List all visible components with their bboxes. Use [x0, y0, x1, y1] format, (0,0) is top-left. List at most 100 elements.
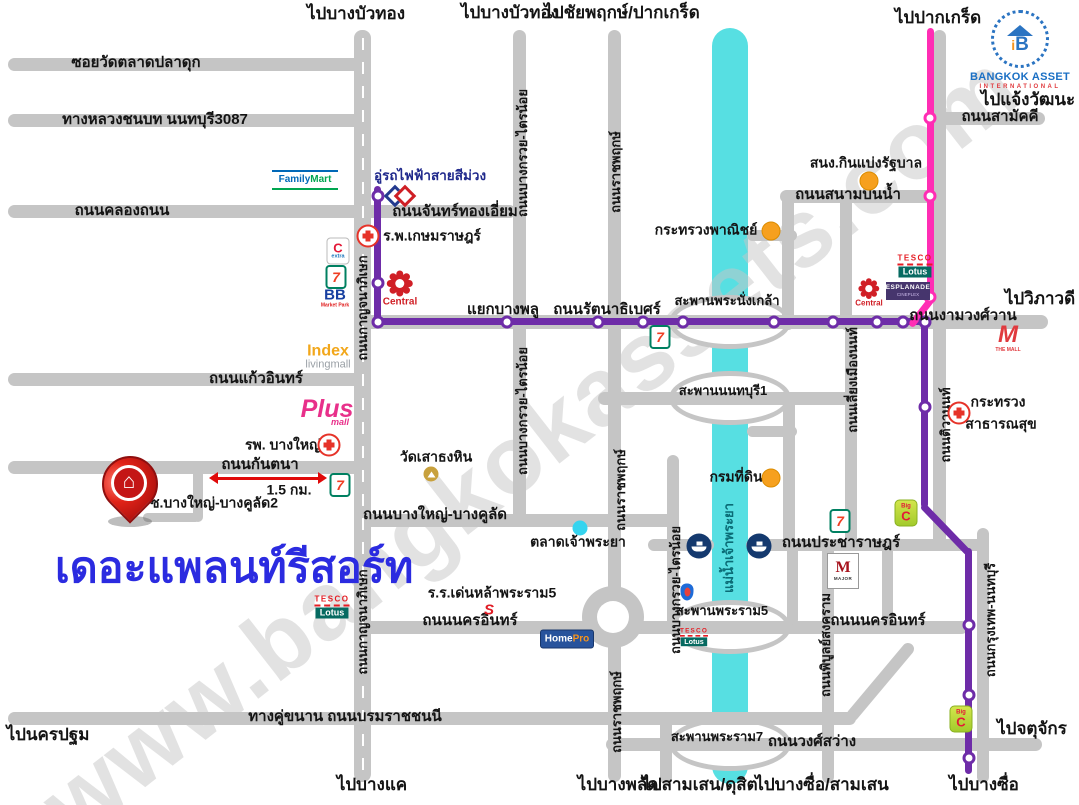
- road-major-block-west: [787, 545, 798, 625]
- road-label-krungthep-nonthaburi: ถนนกรุงเทพ-นนทบุรี: [983, 562, 999, 678]
- poi-dot-icon: [859, 171, 879, 191]
- road-connector-1: [782, 190, 794, 330]
- station: [870, 315, 884, 329]
- station: [962, 751, 976, 765]
- school-s-icon: S: [483, 601, 495, 619]
- road-label-bang-yai-bang-khulat: ถนนบางใหญ่-บางคูลัด: [362, 506, 508, 524]
- road-label-sanambin-nam: ถนนสนามบินน้ำ: [795, 186, 901, 204]
- purple-line-segment-rattanathibet: [374, 318, 928, 325]
- road-nakhon-in: [356, 621, 968, 634]
- watermark: www.bangkokassets.com: [21, 31, 1039, 805]
- road-samakkhi: [933, 112, 1045, 125]
- station: [896, 315, 910, 329]
- edge-label-bangphlat: ไปบางพลัด: [577, 775, 659, 795]
- pink-line-segment: [927, 28, 934, 300]
- distance-arrow: [209, 472, 327, 484]
- road-connector-2: [840, 190, 852, 330]
- station: [918, 400, 932, 414]
- station: [371, 189, 385, 203]
- seven-eleven-logo: 7: [649, 325, 671, 349]
- poi-dot-icon: [761, 221, 781, 241]
- brand-subtitle: INTERNATIONAL: [979, 84, 1061, 90]
- station: [676, 315, 690, 329]
- station: [962, 618, 976, 632]
- road-borommaratchachonnani: [8, 712, 856, 725]
- road-pracharat-east: [746, 539, 986, 551]
- bangkok-asset-logo: iB BANGKOK ASSET INTERNATIONAL: [964, 10, 1076, 90]
- river-label: แม่น้ำเจ้าพระยา: [721, 503, 737, 593]
- road-label-ratchaphruek-s: ถนนราชพฤกษ์: [609, 671, 625, 753]
- edge-label-nakhonpathom: ไปนครปฐม: [6, 725, 90, 745]
- seven-eleven-logo: 7: [325, 265, 347, 289]
- central-logo: Central: [383, 270, 417, 308]
- station: [371, 276, 385, 290]
- edge-label-chaengwattana: ไปแจ้งวัฒนะ: [980, 90, 1076, 110]
- house-roof-icon: [1007, 24, 1033, 36]
- road-label-ratchaphruek-m: ถนนราชพฤกษ์: [613, 449, 629, 531]
- road-kantana: [8, 461, 366, 474]
- road-label-ratchaphruek-n: ถนนราชพฤกษ์: [608, 131, 624, 213]
- edge-label-chatuchak: ไปจตุจักร: [997, 719, 1067, 739]
- place-label-denla-school: ร.ร.เด่นหล้าพระราม5: [427, 584, 557, 601]
- place-label-lottery-office: สนง.กินแบ่งรัฐบาล: [809, 154, 923, 171]
- place-label-ministry-of-health-1: กระทรวง: [970, 393, 1026, 410]
- road-label-ngam-wong-wan: ถนนงามวงศ์วาน: [909, 307, 1017, 325]
- road-label-kanchanaphisek-n: ถนนกาญจนาภิเษก: [355, 255, 371, 361]
- road-label-chan-thong-iam: ถนนจันทร์ทองเอี่ยม: [392, 203, 518, 221]
- bridge-label-rama5: สะพานพระราม5: [675, 603, 769, 619]
- road-label-yaek-bang-phlu: แยกบางพลู: [467, 301, 539, 319]
- station: [500, 315, 514, 329]
- bridge-label-rama7: สะพานพระราม7: [670, 729, 764, 745]
- resort-title: เดอะแพลนท์รีสอร์ท: [55, 544, 414, 592]
- hospital-cross-icon: [356, 224, 380, 248]
- purple-line-segment-south: [965, 548, 972, 774]
- road-kanchanaphisek: [354, 30, 371, 782]
- station: [767, 315, 781, 329]
- road-label-wong-sawang: ถนนวงศ์สว่าง: [767, 733, 857, 751]
- edge-label-bangbuathong-2: ไปบางบัวทอง: [460, 3, 560, 23]
- station: [591, 315, 605, 329]
- place-label-purple-line-depot: อู่รถไฟฟ้าสายสีม่วง: [373, 167, 487, 183]
- station: [371, 315, 385, 329]
- road-bang-kruai-sai-noi-north: [513, 30, 526, 522]
- road-samsen-stub: [660, 712, 672, 784]
- road-soi-bang-yai-2-v: [193, 467, 203, 522]
- road-kaeo-in: [8, 373, 366, 386]
- road-label-phibun-songkhram: ถนนพิบูลย์สงคราม: [818, 593, 834, 697]
- road-label-bang-kruai-n: ถนนบางกรวย-ไตรน้อย: [515, 89, 531, 217]
- road-label-tiwanon: ถนนติวานนท์: [938, 387, 954, 463]
- hospital-cross-icon: [317, 433, 341, 457]
- central-logo: Central: [855, 278, 883, 308]
- temple-icon: [423, 466, 439, 482]
- road-liang-mueang-non: [845, 317, 857, 545]
- road-label-rattanathibet: ถนนรัตนาธิเบศร์: [553, 301, 661, 319]
- road-label-kaeo-in: ถนนแก้วอินทร์: [209, 370, 303, 388]
- market-dot-icon: [572, 520, 588, 536]
- place-label-wat-sao-thong-hin: วัดเสาธงหิน: [399, 448, 473, 465]
- edge-label-pakkret: ไปปากเกร็ด: [894, 8, 982, 28]
- gas-station-icon: [680, 583, 694, 601]
- edge-label-bangbuathong-1: ไปบางบัวทอง: [306, 4, 406, 24]
- road-label-khlong-thanon: ถนนคลองถนน: [74, 202, 170, 220]
- edge-label-bangsue-samsen: ไปบางซื่อ/สามเสน: [755, 775, 889, 795]
- road-krungthep-nonthaburi: [977, 528, 989, 783]
- bridge-label-phra-nangklao: สะพานพระนั่งเกล้า: [674, 293, 780, 309]
- seven-eleven-logo: 7: [329, 473, 351, 497]
- road-phibun-songkhram: [822, 545, 834, 783]
- road-land-dept-stub: [747, 426, 797, 437]
- road-label-nakhon-in-west: ถนนนครอินทร์: [422, 612, 518, 630]
- pin-ring: ⌂: [111, 465, 147, 501]
- edge-label-vibhavadi: ไปวิภาวดี: [1004, 289, 1076, 309]
- station: [918, 315, 932, 329]
- edge-label-bangsue: ไปบางซื่อ: [949, 775, 1019, 795]
